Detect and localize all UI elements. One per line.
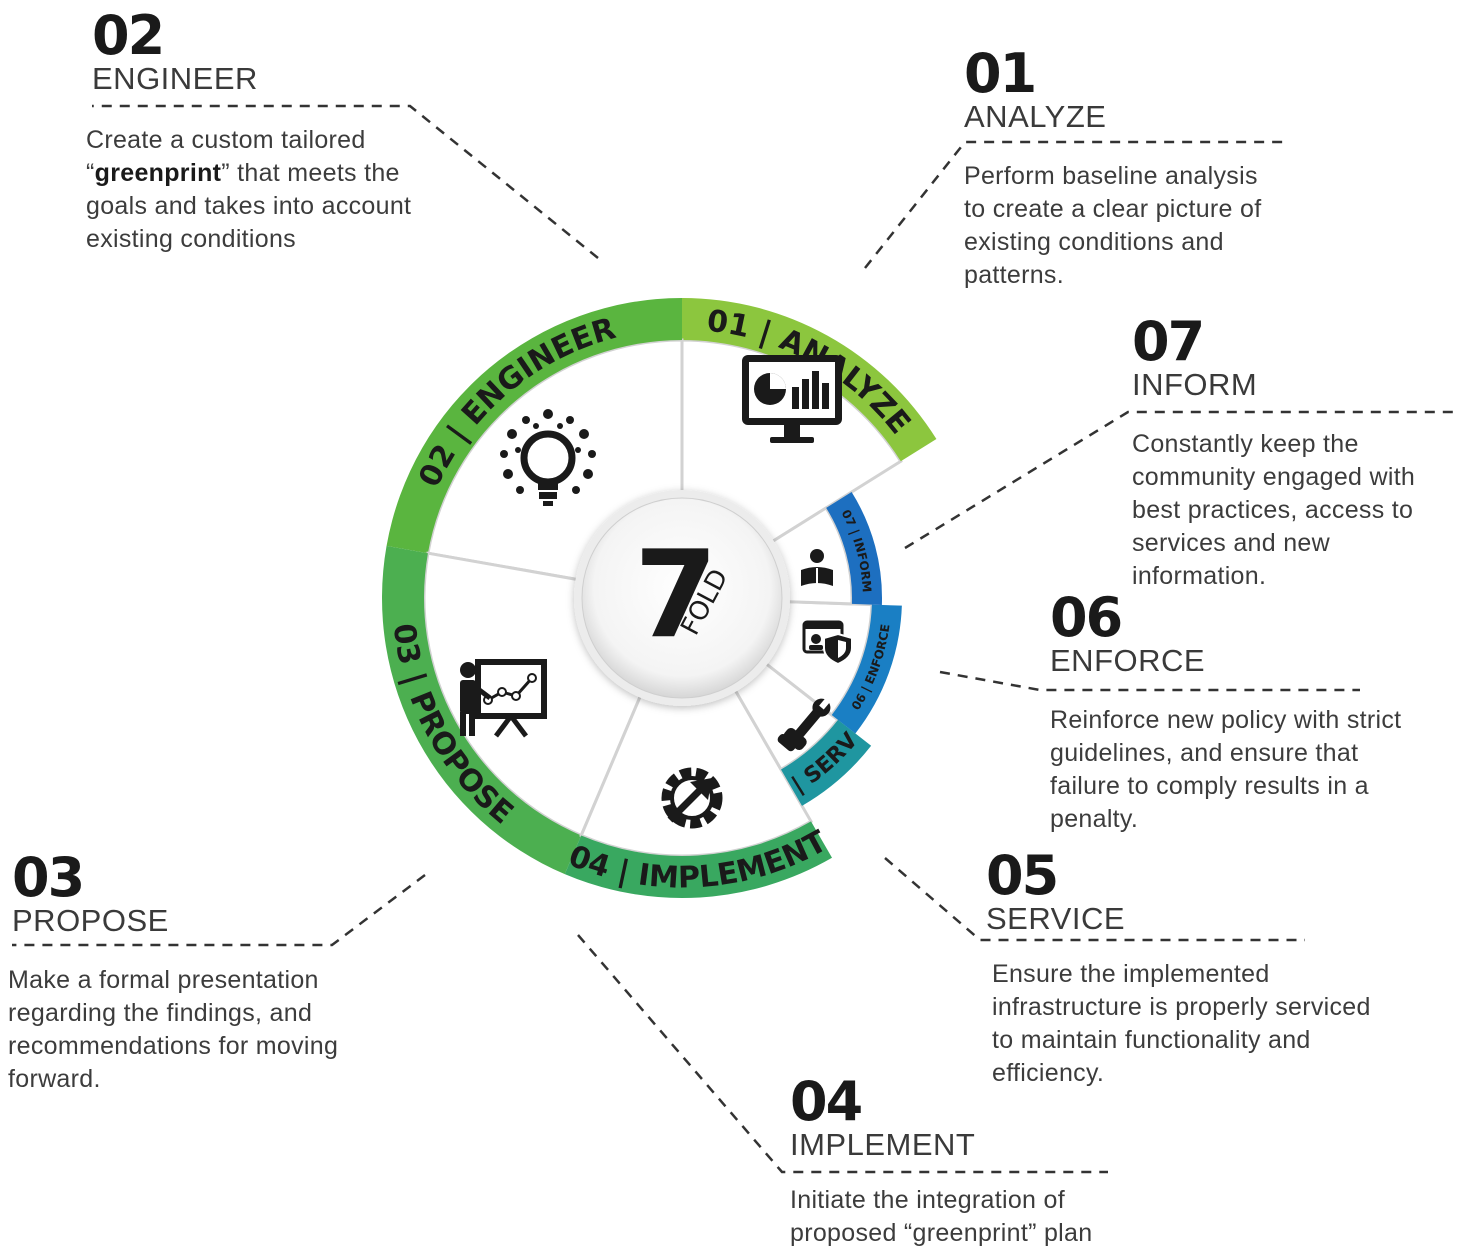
connector-lines xyxy=(12,104,1455,1174)
step-description: Constantly keep the community engaged wi… xyxy=(1132,430,1416,590)
connector-implement xyxy=(577,934,1108,1174)
step-number: 04 xyxy=(790,1070,863,1133)
id-badge-shield-icon xyxy=(802,620,853,666)
step-description: Initiate the integration of proposed “gr… xyxy=(790,1186,1093,1247)
reader-icon xyxy=(801,549,833,586)
center-hub: 7 FOLD xyxy=(574,490,790,706)
step-description: Perform baseline analysis to create a cl… xyxy=(964,162,1262,289)
band-service xyxy=(781,719,872,806)
step-description: Ensure the implemented infrastructure is… xyxy=(992,960,1371,1087)
connector-service xyxy=(884,857,1305,942)
connector-engineer xyxy=(92,104,599,259)
connector-inform xyxy=(904,410,1455,550)
step-number: 03 xyxy=(12,846,85,909)
step-enforce: 06 ENFORCE Reinforce new policy with str… xyxy=(1050,586,1430,836)
band-enforce xyxy=(831,604,902,734)
step-number: 01 xyxy=(964,42,1037,105)
wrench-hand-icon xyxy=(777,698,831,752)
step-title: PROPOSE xyxy=(12,903,169,938)
step-description: Make a formal presentation regarding the… xyxy=(8,966,339,1093)
band-engineer xyxy=(386,298,682,554)
step-title: ENFORCE xyxy=(1050,643,1206,678)
step-service: 05 SERVICE Ensure the implemented infras… xyxy=(986,844,1406,1090)
step-analyze: 01 ANALYZE Perform baseline analysis to … xyxy=(964,42,1294,292)
step-number: 07 xyxy=(1132,310,1205,373)
connector-enforce xyxy=(939,670,1360,692)
step-engineer: 02 ENGINEER xyxy=(92,4,432,96)
lightbulb-icon xyxy=(500,409,596,506)
step-title: IMPLEMENT xyxy=(790,1127,976,1162)
connector-propose xyxy=(12,874,426,947)
step-propose: 03 PROPOSE Make a formal presentation re… xyxy=(8,846,372,1096)
step-number: 06 xyxy=(1050,586,1123,649)
band-propose xyxy=(381,545,582,875)
gear-arrow-icon xyxy=(661,767,723,829)
step-description: Create a custom tailored “greenprint” th… xyxy=(86,126,412,253)
monitor-chart-icon xyxy=(742,355,842,443)
step-number: 02 xyxy=(92,4,165,67)
step-title: INFORM xyxy=(1132,367,1258,402)
hub-number: 7 xyxy=(634,526,718,665)
band-inform xyxy=(826,492,883,605)
step-inform: 07 INFORM Constantly keep the community … xyxy=(1132,310,1452,593)
step-title: ENGINEER xyxy=(92,61,258,96)
step-implement: 04 IMPLEMENT Initiate the integration of… xyxy=(790,1070,1120,1250)
step-title: SERVICE xyxy=(986,901,1126,936)
band-implement xyxy=(564,821,832,898)
step-title: ANALYZE xyxy=(964,99,1107,134)
presentation-icon xyxy=(460,659,547,738)
step-description: Reinforce new policy with strict guideli… xyxy=(1050,706,1402,833)
step-number: 05 xyxy=(986,844,1059,907)
band-analyze xyxy=(682,298,937,462)
